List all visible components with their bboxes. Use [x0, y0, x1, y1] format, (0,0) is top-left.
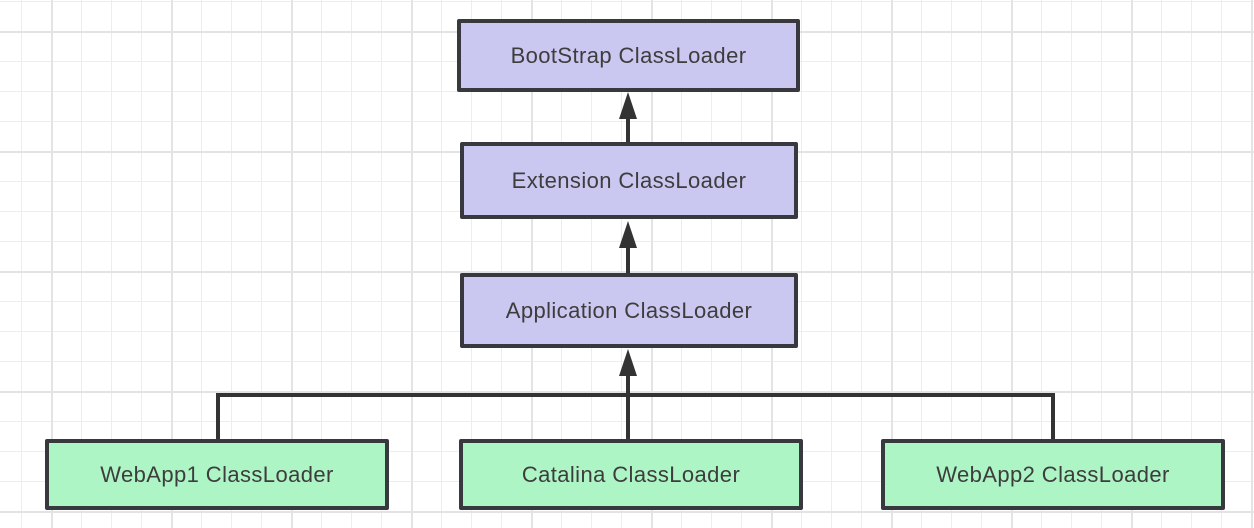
node-bootstrap-classloader: BootStrap ClassLoader — [457, 19, 800, 92]
node-application-classloader: Application ClassLoader — [460, 273, 798, 348]
node-webapp2-classloader: WebApp2 ClassLoader — [881, 439, 1225, 510]
arrowhead-to-bootstrap-icon — [619, 92, 637, 119]
node-webapp1-classloader: WebApp1 ClassLoader — [45, 439, 389, 510]
arrowhead-to-application-icon — [619, 349, 637, 376]
node-application-label: Application ClassLoader — [505, 297, 753, 323]
node-catalina-label: Catalina ClassLoader — [521, 461, 741, 487]
node-extension-label: Extension ClassLoader — [511, 167, 747, 193]
connector-webapps-elbow — [216, 393, 1055, 439]
node-bootstrap-label: BootStrap ClassLoader — [510, 42, 747, 68]
node-extension-classloader: Extension ClassLoader — [460, 142, 798, 219]
node-catalina-classloader: Catalina ClassLoader — [459, 439, 803, 510]
node-webapp1-label: WebApp1 ClassLoader — [100, 461, 334, 487]
node-webapp2-label: WebApp2 ClassLoader — [936, 461, 1170, 487]
arrowhead-to-extension-icon — [619, 221, 637, 248]
